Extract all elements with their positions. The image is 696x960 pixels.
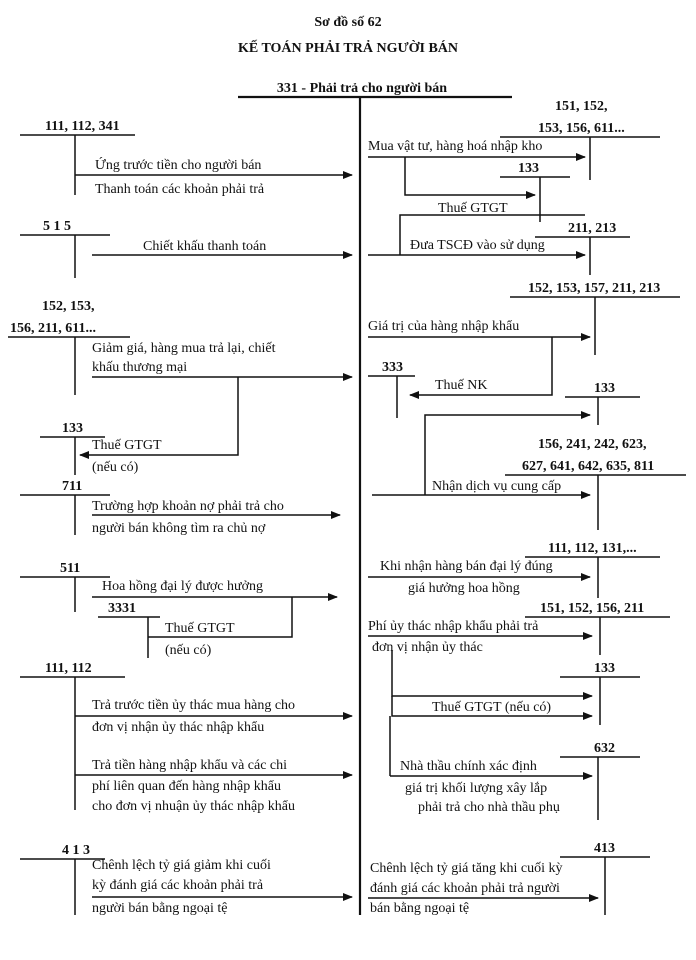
- account-151-211: 151, 152, 156, 211: [540, 601, 644, 616]
- account-156-623: 156, 241, 242, 623,: [538, 437, 647, 452]
- flow-label: giá trị khối lượng xây lắp: [405, 781, 547, 796]
- account-511: 511: [60, 561, 80, 576]
- flow-label: Nhà thầu chính xác định: [400, 759, 537, 774]
- flow-label: Chênh lệch tỷ giá giảm khi cuối: [92, 858, 271, 873]
- flow-label: phải trả cho nhà thầu phụ: [418, 800, 560, 815]
- account-133-a: 133: [518, 161, 539, 176]
- account-211-213: 211, 213: [568, 221, 616, 236]
- flow-label: cho đơn vị nhuận ủy thác nhập khẩu: [92, 799, 295, 814]
- flow-label: Trường hợp khoản nợ phải trả cho: [92, 499, 284, 514]
- flow-label: bán bằng ngoại tệ: [370, 901, 469, 916]
- account-632: 632: [594, 741, 615, 756]
- flow-label: Khi nhận hàng bán đại lý đúng: [380, 559, 553, 574]
- flow-label: đơn vị nhận ủy thác nhập khẩu: [92, 720, 264, 735]
- account-111-112-341: 111, 112, 341: [45, 119, 120, 134]
- flow-label: giá hưởng hoa hồng: [408, 581, 520, 596]
- flow-line-vat: [148, 597, 293, 638]
- account-152-153: 152, 153,: [42, 299, 95, 314]
- flow-label: phí liên quan đến hàng nhập khẩu: [92, 779, 281, 794]
- account-133-left: 133: [62, 421, 83, 436]
- figure-number: Sơ đồ số 62: [314, 15, 381, 30]
- flow-label: khấu thương mại: [92, 360, 187, 375]
- account-156-211-611: 156, 211, 611...: [10, 321, 96, 336]
- flow-label: Giảm giá, hàng mua trả lại, chiết: [92, 341, 276, 356]
- flow-label: Thuế GTGT: [165, 621, 235, 636]
- flow-label: Trả trước tiền ủy thác mua hàng cho: [92, 698, 295, 713]
- flow-label: đánh giá các khoản phải trả người: [370, 881, 560, 896]
- flow-label: Thuế GTGT: [438, 201, 508, 216]
- flow-label: Trả tiền hàng nhập khẩu và các chi: [92, 758, 287, 773]
- page-title: KẾ TOÁN PHẢI TRẢ NGƯỜI BÁN: [238, 39, 458, 56]
- flow-label: đơn vị nhận ủy thác: [372, 640, 483, 655]
- account-515: 5 1 5: [43, 219, 71, 234]
- flow-arrow-vat: [391, 696, 593, 720]
- flow-arrow-vat: [404, 157, 536, 199]
- flow-label: Thuế GTGT (nếu có): [432, 700, 551, 715]
- flow-label: (nếu có): [92, 460, 139, 475]
- account-711: 711: [62, 479, 82, 494]
- flow-label: Hoa hồng đại lý được hưởng: [102, 579, 263, 594]
- flow-label: Đưa TSCĐ vào sử dụng: [410, 238, 545, 253]
- flow-arrow-vat: [424, 411, 591, 495]
- account-133-b: 133: [594, 381, 615, 396]
- account-3331: 3331: [108, 601, 136, 616]
- account-413-right: 413: [594, 841, 615, 856]
- flow-label: (nếu có): [165, 643, 212, 658]
- flow-label: Chiết khấu thanh toán: [143, 239, 266, 254]
- flow-arrow-import-tax: [409, 337, 553, 399]
- flow-label: Chênh lệch tỷ giá tăng khi cuối kỳ: [370, 861, 562, 876]
- account-111-112: 111, 112: [45, 661, 92, 676]
- account-627-811: 627, 641, 642, 635, 811: [522, 459, 654, 474]
- flow-label: Thanh toán các khoản phải trả: [95, 182, 265, 197]
- account-151-152: 151, 152,: [555, 99, 608, 114]
- flow-arrow-vat: [79, 377, 239, 459]
- account-413-left: 4 1 3: [62, 843, 90, 858]
- flow-label: Nhận dịch vụ cung cấp: [432, 479, 561, 494]
- flow-arrow-vat: [391, 650, 593, 700]
- flow-label: người bán không tìm ra chủ nợ: [92, 521, 266, 536]
- account-111-131: 111, 112, 131,...: [548, 541, 637, 556]
- flow-label: Thuế NK: [435, 378, 488, 393]
- account-333: 333: [382, 360, 403, 375]
- center-account-label: 331 - Phải trả cho người bán: [277, 81, 447, 96]
- account-153-156-611: 153, 156, 611...: [538, 121, 625, 136]
- account-152-213: 152, 153, 157, 211, 213: [528, 281, 660, 296]
- flow-label: người bán bằng ngoại tệ: [92, 901, 228, 916]
- flow-label: Mua vật tư, hàng hoá nhập kho: [368, 139, 542, 154]
- flow-label: Phí ủy thác nhập khẩu phải trả: [368, 619, 539, 634]
- flow-label: kỳ đánh giá các khoản phải trả: [92, 878, 264, 893]
- flow-line: [399, 214, 585, 255]
- account-133-c: 133: [594, 661, 615, 676]
- flow-label: Ứng trước tiền cho người bán: [95, 156, 261, 173]
- flow-label: Giá trị của hàng nhập khẩu: [368, 319, 519, 334]
- flow-label: Thuế GTGT: [92, 438, 162, 453]
